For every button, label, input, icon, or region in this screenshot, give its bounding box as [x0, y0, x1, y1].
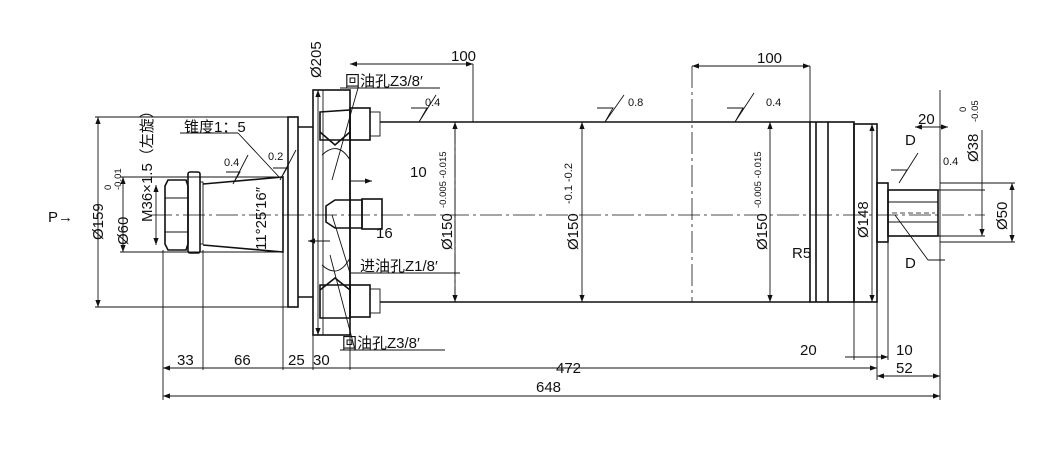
leader-line: [331, 87, 359, 181]
roughness-icon: [226, 154, 249, 185]
dim-d60: Ø60: [115, 217, 132, 245]
hex-nut: [164, 179, 189, 251]
dim-d150: Ø150: [565, 213, 582, 250]
roughness-icon: [727, 92, 755, 123]
dim-10: 10: [410, 164, 427, 181]
thread-spec: M36×1.5（左旋）: [139, 103, 156, 222]
roughness-value: 0.4: [224, 157, 239, 169]
tolerance: -0.005 -0.015: [753, 151, 764, 208]
dim-20: 20: [800, 342, 817, 359]
dim-d205: Ø205: [308, 41, 325, 78]
return-port-label: 回油孔Z3/8′: [345, 73, 423, 90]
dim-52: 52: [896, 360, 913, 377]
fitting-elbow: [319, 276, 351, 291]
tolerance-lower: -0.01: [113, 168, 124, 190]
dim-16: 16: [376, 225, 393, 242]
flange-step: [298, 126, 313, 298]
leader-line: [331, 214, 351, 274]
fitting-nut: [349, 284, 371, 318]
dim-10: 10: [896, 342, 913, 359]
collar: [187, 171, 201, 254]
fitting-nut: [349, 107, 371, 141]
roughness-icon: [411, 94, 437, 123]
inlet-port-label: 进油孔Z1/8′: [360, 258, 438, 275]
view-label: P→: [48, 209, 73, 226]
tolerance: -0.1 -0.2: [563, 163, 575, 204]
collar-step: [199, 181, 204, 245]
dim-472: 472: [556, 360, 581, 377]
fitting-end: [369, 288, 381, 314]
return-port-label: 回油孔Z3/8′: [342, 335, 420, 352]
roughness-value: 0.4: [766, 97, 781, 109]
fittings: [319, 107, 383, 319]
dim-100: 100: [451, 48, 476, 65]
roughness-icon: [597, 94, 625, 123]
dimension-lines: [95, 61, 1015, 400]
body-outline: [380, 121, 810, 303]
leader-line: [237, 132, 281, 179]
flange-plate: [287, 116, 299, 308]
dim-33: 33: [177, 352, 194, 369]
radius-r5: R5: [792, 245, 811, 262]
section-marker: D: [905, 255, 916, 272]
dim-d150: Ø150: [754, 213, 771, 250]
inlet-fitting: [325, 199, 363, 229]
dim-100: 100: [757, 50, 782, 67]
roughness-icon: [891, 152, 919, 184]
dim-66: 66: [234, 352, 251, 369]
taper-label: 锥度1：5: [184, 119, 246, 136]
taper-cone: [202, 176, 284, 253]
nose-assembly: [164, 171, 284, 254]
dim-25: 25: [288, 352, 305, 369]
fitting-elbow: [319, 131, 351, 147]
roughness-value: 0.4: [943, 156, 958, 168]
housing-flange: [312, 89, 351, 336]
leader-line: [894, 214, 929, 261]
tolerance-upper: 0: [103, 185, 114, 190]
dim-30: 30: [313, 352, 330, 369]
taper-angle: 11°25′16″: [253, 186, 270, 250]
roughness-value: 0.4: [425, 97, 440, 109]
oil-channel: [321, 148, 351, 272]
shaft-shoulder: [876, 182, 889, 243]
dim-d148: Ø148: [855, 201, 872, 238]
tolerance-upper: 0: [958, 107, 969, 112]
dim-d38: Ø38: [965, 134, 982, 162]
roughness-icon: [273, 149, 297, 181]
roughness-symbols: [226, 92, 919, 185]
fitting-end: [369, 111, 381, 137]
roughness-value: 0.2: [268, 151, 283, 163]
dim-d50: Ø50: [994, 202, 1011, 230]
dim-d150: Ø150: [439, 213, 456, 250]
tolerance-lower: -0.05: [970, 100, 981, 122]
annotations: P→ Ø159 Ø60 0 -0.01 M36×1.5（左旋） 锥度1：5 0.…: [48, 41, 1011, 396]
tolerance: -0.005 -0.015: [438, 151, 449, 208]
flange-housing: [287, 89, 351, 336]
fitting-nut: [361, 198, 383, 230]
leader-line: [329, 254, 356, 351]
roughness-value: 0.8: [628, 97, 643, 109]
section-marker: D: [905, 132, 916, 149]
dim-20: 20: [918, 111, 935, 128]
dim-648: 648: [536, 379, 561, 396]
main-body: [349, 66, 939, 303]
dim-d159: Ø159: [90, 203, 107, 240]
